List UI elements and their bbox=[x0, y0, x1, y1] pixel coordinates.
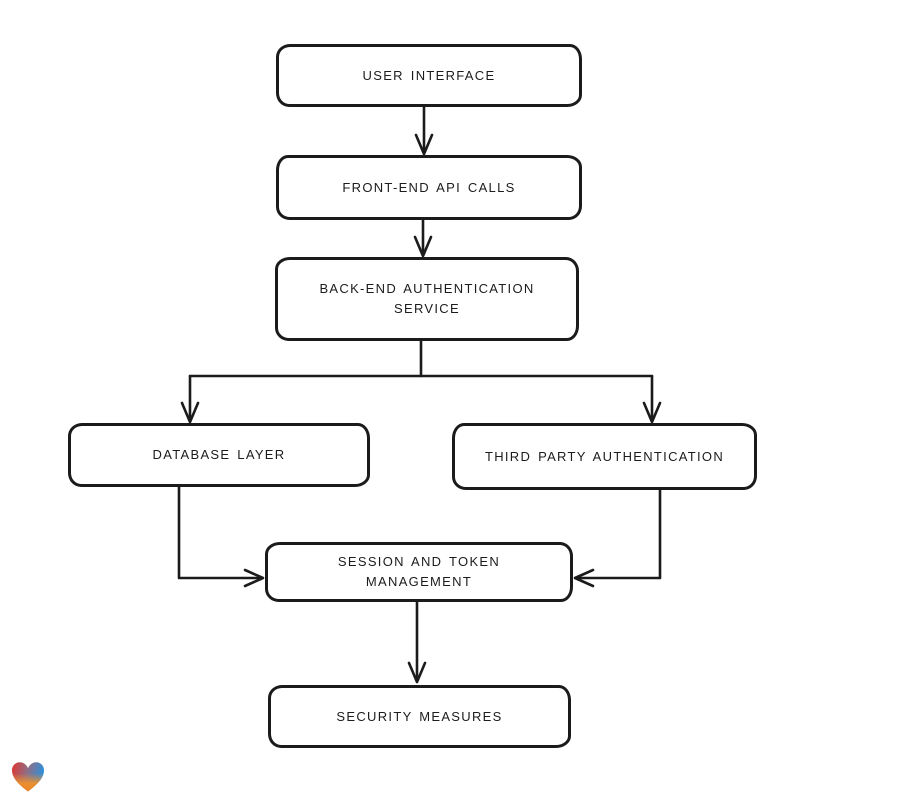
node-session-and-token-management: SESSION AND TOKEN MANAGEMENT bbox=[265, 542, 573, 602]
edge-third-party-to-session bbox=[573, 488, 662, 588]
node-user-interface: USER INTERFACE bbox=[276, 44, 582, 107]
node-label: SESSION AND TOKEN MANAGEMENT bbox=[337, 554, 501, 589]
node-label: DATABASE LAYER bbox=[152, 447, 286, 462]
node-back-end-authentication-service: BACK-END AUTHENTICATION SERVICE bbox=[275, 257, 579, 341]
node-label: SECURITY MEASURES bbox=[336, 708, 503, 724]
node-front-end-api-calls: FRONT-END API CALLS bbox=[276, 155, 582, 220]
edge-user-interface-to-front-end bbox=[414, 103, 434, 156]
node-label: BACK-END AUTHENTICATION SERVICE bbox=[319, 281, 535, 316]
node-label: USER INTERFACE bbox=[362, 67, 496, 83]
edge-database-to-session bbox=[177, 485, 265, 588]
node-database-layer: DATABASE LAYER bbox=[68, 423, 370, 487]
edge-session-to-security bbox=[407, 600, 427, 684]
heart-icon bbox=[10, 760, 46, 794]
node-label: THIRD PARTY AUTHENTICATION bbox=[484, 448, 725, 464]
node-label: FRONT-END API CALLS bbox=[342, 179, 516, 195]
edge-back-end-branch bbox=[180, 339, 662, 424]
node-security-measures: SECURITY MEASURES bbox=[268, 685, 571, 748]
edge-front-end-to-back-end bbox=[413, 218, 433, 258]
node-third-party-authentication: THIRD PARTY AUTHENTICATION bbox=[452, 423, 757, 490]
